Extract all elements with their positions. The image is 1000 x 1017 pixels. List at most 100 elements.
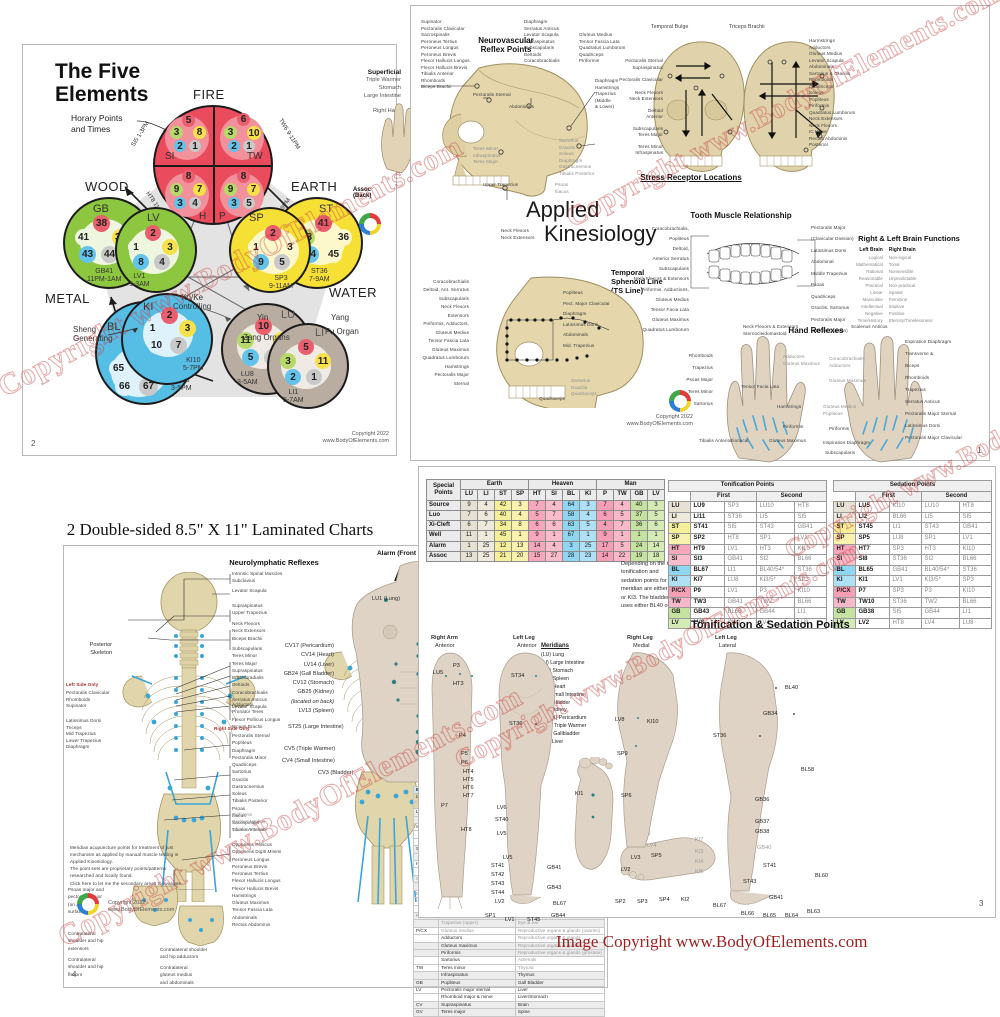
leg-point-st41: ST41	[763, 863, 777, 869]
arm-point-ht4: HT4	[463, 769, 474, 775]
leg-point-st44: ST44	[491, 890, 505, 896]
arm-point-p5: P5	[461, 751, 468, 757]
pelvis-small-icon-2	[178, 905, 224, 946]
ak2-footnote: Meridian acupuncture points for treatmen…	[70, 845, 183, 886]
hand-reflexes-title: Hand Reflexes	[788, 326, 844, 335]
hand-right-inspiration-label: Inspiration Diaphragm	[823, 440, 871, 445]
leg-point-sp6: SP6	[621, 793, 632, 799]
element-label-wood: WOOD	[85, 179, 129, 194]
brand-logo-icon	[359, 213, 381, 235]
foot-point-sp3: SP3	[637, 899, 648, 905]
wood-lv-num-0: 2	[145, 225, 161, 241]
fire-tw-num-3: 2	[228, 140, 240, 152]
hand-left-hamstrings-label: Hamstrings	[777, 404, 802, 409]
right-side-only-label: Right Side Only	[214, 726, 250, 731]
leg-point-sp1: SP1	[485, 913, 496, 919]
brand-logo-icon-ak1	[669, 390, 691, 412]
right-leg-medial-icon	[617, 652, 678, 848]
hand-right-subscap-label: Subscapularis	[825, 450, 856, 455]
table-row: Well 11 1 45 1 9 1 67 1 9 1 1 1	[426, 530, 665, 542]
alarm-point-st25: ST25 (Large Intestine)	[288, 724, 344, 730]
leg-point-gb41: GB41	[547, 865, 562, 871]
fire-organ-tw: TW	[247, 151, 263, 162]
fire-p-num-1: 9	[224, 183, 237, 196]
skull-lateral-neurovascular-icon	[421, 63, 596, 200]
fire-p-num-3: 3	[228, 197, 240, 209]
arm-point-ht7: HT7	[463, 793, 474, 799]
superficial-block: Superficial Triple Warmer Stomach Large …	[341, 69, 401, 114]
brain-right-head: Right Brain	[888, 247, 916, 253]
hand-reflex-right-icon	[844, 336, 924, 463]
element-label-metal: WATER	[329, 285, 377, 300]
tooth-muscle-title: Tooth Muscle Relationship	[690, 211, 792, 220]
pelvis-small-icon-1	[132, 885, 178, 926]
leg-point-lv1: LV1	[505, 917, 515, 923]
sedation-col-first: First	[855, 490, 922, 503]
skull-stress-receptor-front-icon	[653, 41, 745, 172]
point-dot	[445, 675, 447, 677]
tonification-col-second: Second	[756, 490, 827, 503]
nv-inline-upper-trap: Upper Trapezius	[483, 182, 519, 187]
foot-point-lv2: LV2	[621, 867, 631, 873]
wood-gb-num-4: 44	[101, 246, 118, 263]
leg-point-sp9: SP9	[617, 751, 628, 757]
metal-lu-num-0: 10	[255, 318, 272, 335]
arm-point-p6: P6	[461, 760, 468, 766]
associated-label: Assoc(Back)	[353, 187, 372, 199]
foot-point-sp5: SP5	[651, 853, 662, 859]
ts-labels-right: Popliteus Pect. Major Clavicular Diaphra…	[563, 290, 610, 348]
wood-gb-num-1: 41	[75, 229, 92, 246]
arm-point-lu5: LU5	[433, 670, 444, 676]
fire-si-num-4: 1	[189, 140, 201, 152]
water-ki-num-0: 2	[161, 307, 178, 324]
tonification-col-first: First	[690, 490, 757, 503]
table-row: Luo 7 6 40 4 5 7 58 4 6 5 37 5	[426, 509, 665, 522]
fire-organ-si: SI	[165, 151, 175, 162]
fu-organ-label: Fu Organ	[325, 327, 359, 336]
foot-point-ki1: KI1	[575, 791, 584, 797]
foot-point-sp2: SP2	[615, 899, 626, 905]
water-organ-ki: KI	[143, 301, 154, 313]
earth-organ-st: ST	[319, 203, 334, 215]
ak1-title: Applied Kinesiology	[526, 197, 657, 247]
sheng-arrow-icon	[107, 327, 139, 336]
meridians-key-title: Meridians	[541, 643, 570, 649]
foot-point-ki3: KI3	[695, 849, 704, 855]
table-row: Source 9 4 42 3 7 4 64 3 7 4 40 3	[426, 499, 665, 511]
leg-point-st43: ST43	[743, 879, 757, 885]
element-fire-circle: 5 3 8 2 1 SI 6 3 10 2 1 TW 8 9 7 3 4 H 8…	[153, 105, 273, 225]
